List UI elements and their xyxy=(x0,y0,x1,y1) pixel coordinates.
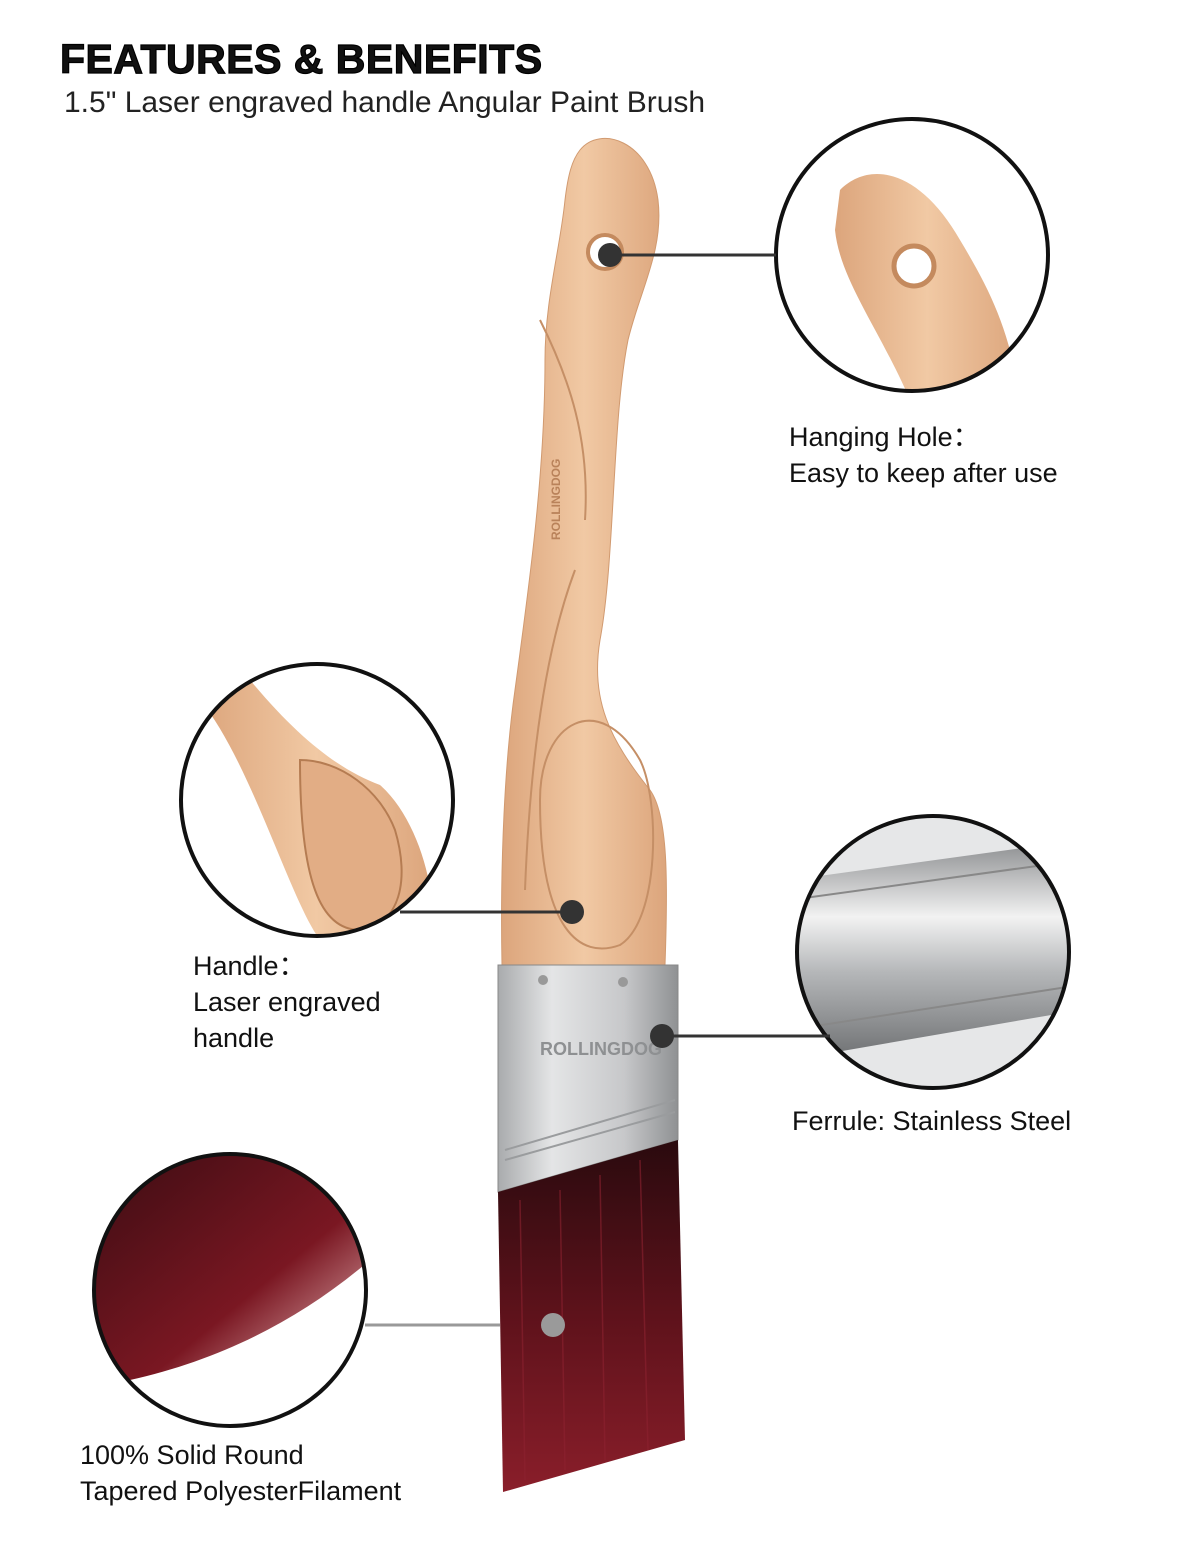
brush-bristles xyxy=(498,1140,685,1492)
feature-desc: Laser engraved xyxy=(193,987,381,1017)
feature-handle: Handle： Laser engraved handle xyxy=(193,948,381,1056)
handle-brand-engraving: ROLLINGDOG xyxy=(549,459,563,540)
callout-bristles xyxy=(92,1152,565,1428)
feature-desc: handle xyxy=(193,1023,275,1053)
feature-title: Handle： xyxy=(193,951,306,981)
feature-desc: Easy to keep after use xyxy=(789,458,1058,488)
feature-ferrule: Ferrule: Stainless Steel xyxy=(792,1103,1071,1139)
page-title: FEATURES & BENEFITS xyxy=(59,35,543,82)
callout-ferrule xyxy=(650,814,1071,1090)
ferrule-brand-engraving: ROLLINGDOG xyxy=(540,1039,662,1059)
feature-hanging-hole: Hanging Hole： Easy to keep after use xyxy=(789,419,1058,491)
feature-desc: Tapered PolyesterFilament xyxy=(80,1476,402,1506)
callout-hanging-hole xyxy=(598,117,1050,393)
feature-title: 100% Solid Round xyxy=(80,1440,304,1470)
feature-title: Ferrule: Stainless Steel xyxy=(792,1106,1072,1136)
page-subtitle: 1.5" Laser engraved handle Angular Paint… xyxy=(64,86,706,119)
feature-bristles: 100% Solid Round Tapered PolyesterFilame… xyxy=(80,1437,401,1509)
callout-handle xyxy=(179,662,584,938)
brush-handle xyxy=(501,137,667,966)
feature-title: Hanging Hole： xyxy=(789,422,980,452)
